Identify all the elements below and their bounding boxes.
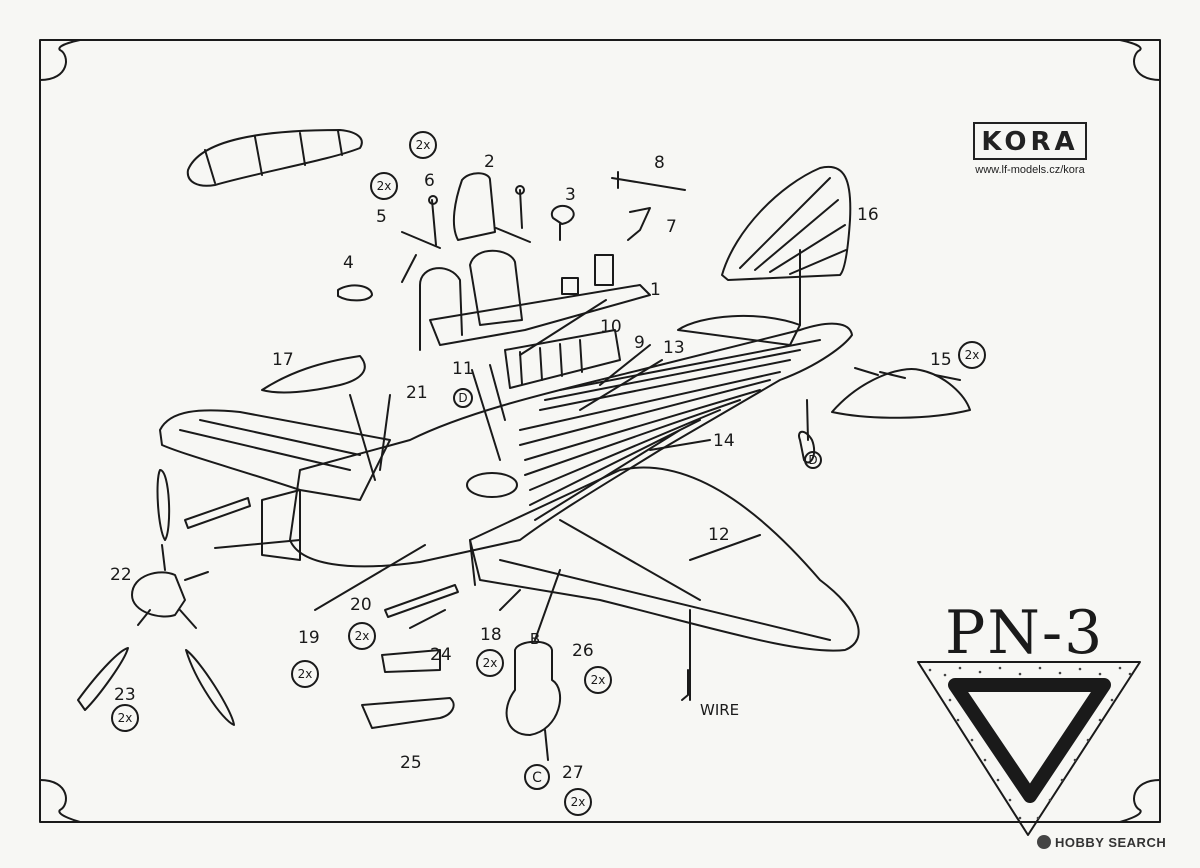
svg-text:C: C	[532, 770, 542, 786]
quantity-badge: 2x	[409, 131, 437, 159]
gun-sight	[611, 171, 686, 191]
quantity-badge: 2x	[348, 622, 376, 650]
quantity-badge: 2x	[111, 704, 139, 732]
model-title: PN-3	[945, 598, 1105, 668]
part-25	[361, 697, 455, 729]
control-column	[431, 189, 523, 246]
svg-text:2x: 2x	[377, 179, 392, 193]
kora-logo: KORA	[973, 122, 1087, 160]
emblem-stipple	[928, 666, 1132, 820]
wheel-leg	[505, 640, 561, 736]
fuselage-panel-10	[504, 329, 621, 389]
part-label-9: 9	[634, 333, 645, 353]
part-label-1: 1	[650, 280, 661, 300]
part-label-8: 8	[654, 153, 665, 173]
part-label-4: 4	[343, 253, 354, 273]
emblem-triangle-outer	[917, 661, 1141, 836]
propeller-blade	[185, 649, 235, 726]
part-label-12: 12	[708, 525, 730, 545]
corner-ornament	[39, 39, 81, 81]
part-label-21: 21	[406, 383, 428, 403]
letter-badge-b: B	[530, 630, 540, 648]
propeller-blade	[156, 469, 171, 541]
part-label-25: 25	[400, 753, 422, 773]
part-label-18: 18	[480, 625, 502, 645]
part-label-16: 16	[857, 205, 879, 225]
part-label-23: 23	[114, 685, 136, 705]
svg-text:2x: 2x	[483, 656, 498, 670]
engine-cowling	[261, 489, 301, 561]
letter-badge-d: D	[453, 388, 473, 408]
corner-ornament	[1119, 39, 1161, 81]
exhaust-2	[384, 584, 459, 618]
part-label-3: 3	[565, 185, 576, 205]
horizontal-stabilizer-left	[677, 314, 801, 346]
svg-text:2x: 2x	[298, 667, 313, 681]
exhaust	[184, 497, 251, 529]
corner-ornament	[39, 779, 81, 823]
part-label-13: 13	[663, 338, 685, 358]
emblem-triangle-inner	[948, 678, 1111, 803]
part-label-2: 2	[484, 152, 495, 172]
quantity-badge: 2x	[291, 660, 319, 688]
antenna	[627, 207, 651, 241]
svg-text:D: D	[808, 453, 817, 467]
letter-badge-d: D	[804, 451, 822, 469]
wire-label: WIRE	[700, 701, 739, 719]
part-label-26: 26	[572, 641, 594, 661]
part-label-27: 27	[562, 763, 584, 783]
hobby-search-icon	[1037, 835, 1051, 849]
fuselage-window	[466, 472, 518, 498]
part-label-19: 19	[298, 628, 320, 648]
brand-block: KORA www.lf-models.cz/kora	[963, 122, 1097, 176]
cockpit-bulkhead	[419, 267, 463, 351]
quantity-badge: 2x	[958, 341, 986, 369]
part-label-14: 14	[713, 431, 735, 451]
svg-text:2x: 2x	[571, 795, 586, 809]
part-label-24: 24	[430, 645, 452, 665]
letter-badge-c: C	[524, 764, 550, 790]
part-label-15: 15	[930, 350, 952, 370]
fuselage	[289, 322, 853, 568]
part-label-7: 7	[666, 217, 677, 237]
part-label-22: 22	[110, 565, 132, 585]
canopy	[186, 129, 363, 187]
spinner	[131, 571, 186, 618]
part-label-17: 17	[272, 350, 294, 370]
part-label-5: 5	[376, 207, 387, 227]
watermark: HOBBY SEARCH	[1037, 835, 1166, 850]
part-label-10: 10	[600, 317, 622, 337]
part-label-11: 11	[452, 359, 474, 379]
quantity-badge: 2x	[476, 649, 504, 677]
rudder	[721, 165, 852, 281]
seat	[469, 249, 523, 326]
right-wing	[469, 466, 860, 652]
part-label-20: 20	[350, 595, 372, 615]
svg-text:2x: 2x	[416, 138, 431, 152]
sheet-frame	[39, 39, 1161, 823]
quantity-badge: 2x	[370, 172, 398, 200]
svg-text:2x: 2x	[118, 711, 133, 725]
quantity-badge: 2x	[584, 666, 612, 694]
instrument-panel	[550, 204, 575, 241]
part-17	[261, 355, 366, 394]
part-label-6: 6	[424, 171, 435, 191]
part-4	[337, 284, 373, 302]
corner-ornament	[1119, 779, 1161, 823]
svg-text:D: D	[458, 391, 467, 405]
propeller-blade	[77, 647, 129, 711]
part-24	[381, 649, 441, 673]
wire	[681, 669, 689, 701]
svg-text:B: B	[530, 630, 540, 648]
brand-url: www.lf-models.cz/kora	[975, 164, 1085, 176]
quantity-badge: 2x	[564, 788, 592, 816]
svg-text:2x: 2x	[591, 673, 606, 687]
svg-text:2x: 2x	[965, 348, 980, 362]
svg-text:2x: 2x	[355, 629, 370, 643]
horizontal-stabilizer-right	[831, 368, 971, 419]
tail-wheel	[798, 430, 816, 464]
seat-2	[452, 172, 496, 241]
